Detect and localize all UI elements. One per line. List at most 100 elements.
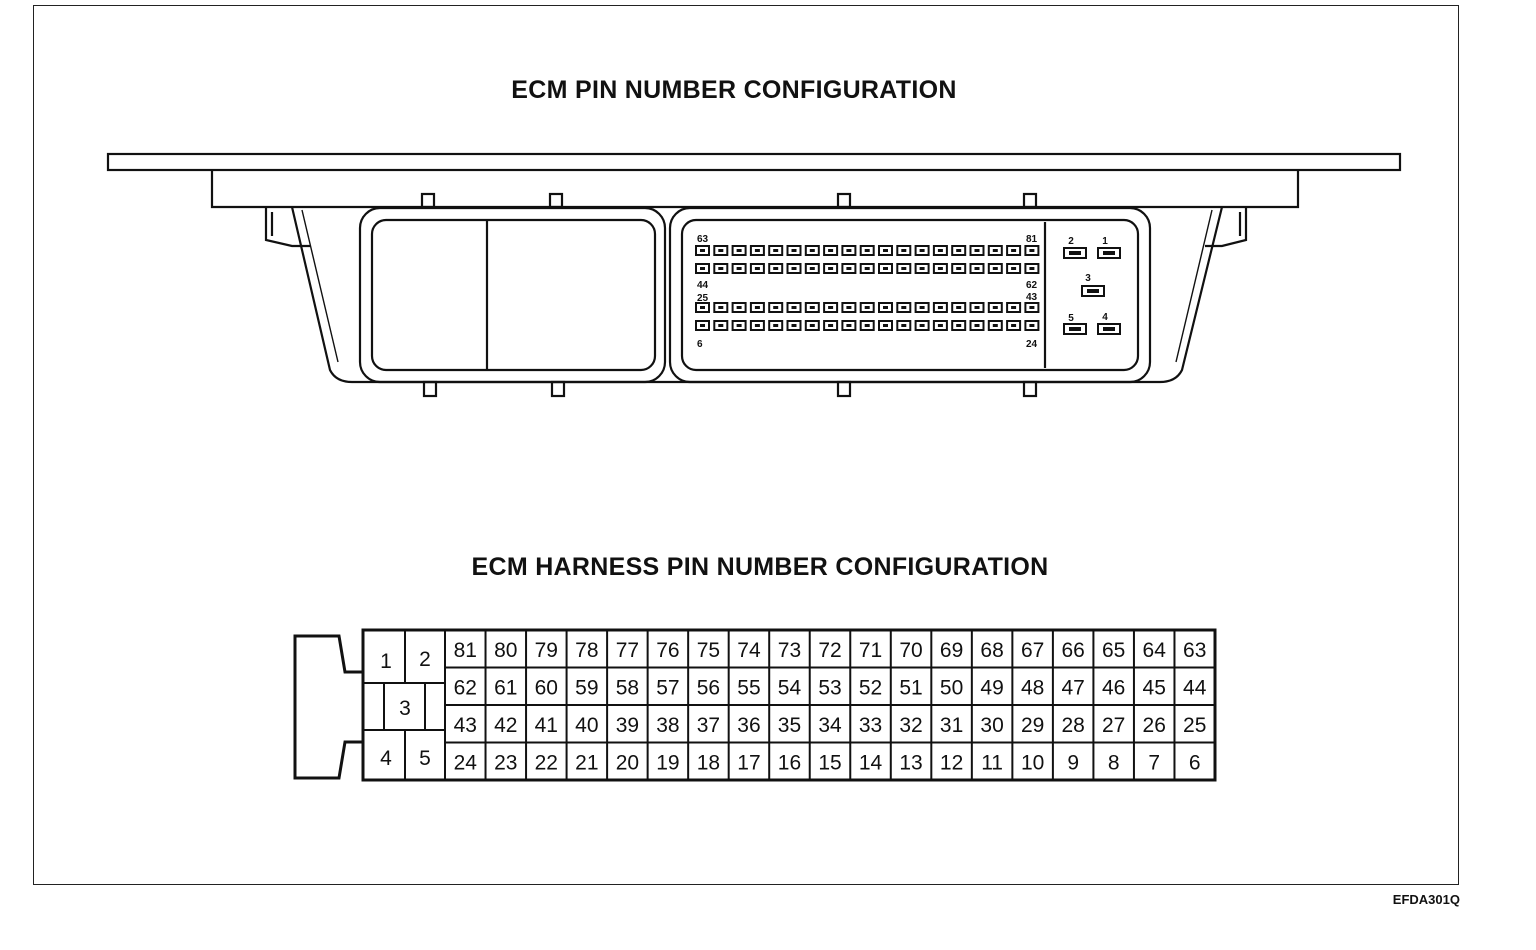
ecm-pin-contact <box>773 306 779 309</box>
pin-label: 44 <box>697 280 709 291</box>
ecm-power-pin-contact <box>1069 327 1081 331</box>
ecm-power-pin <box>1063 323 1087 335</box>
ecm-pin-contact <box>937 306 943 309</box>
harness-pin-number: 49 <box>980 677 1003 700</box>
ecm-pin-contact <box>700 306 705 309</box>
ecm-signal-pin <box>713 245 729 256</box>
harness-power-pin: 2 <box>419 648 431 671</box>
ecm-pin-contact <box>883 249 888 252</box>
ecm-pin-contact <box>736 249 742 252</box>
harness-pin-number: 73 <box>778 639 801 662</box>
ecm-signal-pin <box>951 320 967 331</box>
ecm-signal-pin <box>951 302 967 313</box>
ecm-signal-pin <box>896 302 912 313</box>
harness-power-pin: 3 <box>399 697 411 720</box>
harness-pin-number: 63 <box>1183 639 1206 662</box>
ecm-pin-contact <box>864 267 870 270</box>
ecm-signal-pin <box>786 245 802 256</box>
ecm-signal-pin <box>896 320 912 331</box>
harness-pin-number: 11 <box>981 752 1003 775</box>
ecm-pin-contact <box>700 249 705 252</box>
harness-pin-number: 28 <box>1061 714 1084 737</box>
harness-pin-number: 21 <box>575 752 598 775</box>
harness-pin-number: 16 <box>778 752 801 775</box>
ecm-pin-contact <box>864 249 870 252</box>
harness-pin-number: 26 <box>1143 714 1166 737</box>
ecm-pin-contact <box>956 249 962 252</box>
ecm-signal-pin <box>713 320 729 331</box>
harness-pin-number: 54 <box>778 677 802 700</box>
harness-pin-number: 9 <box>1067 752 1079 775</box>
ecm-signal-pin <box>914 320 930 331</box>
ecm-signal-pin <box>1006 263 1022 274</box>
ecm-signal-pin <box>951 263 967 274</box>
ecm-signal-pin <box>932 245 948 256</box>
ecm-signal-pin <box>768 263 784 274</box>
ecm-pin-contact <box>1011 249 1017 252</box>
ecm-signal-pin <box>878 320 893 331</box>
harness-pin-number: 33 <box>859 714 882 737</box>
ecm-signal-pin <box>841 245 857 256</box>
ecm-pin-contact <box>1029 306 1035 309</box>
ecm-right-boss <box>1205 207 1248 248</box>
ecm-signal-pin <box>914 245 930 256</box>
harness-pin-number: 35 <box>778 714 801 737</box>
ecm-pin-contact <box>974 249 980 252</box>
harness-pin-number: 42 <box>494 714 517 737</box>
ecm-signal-pin <box>878 263 893 274</box>
ecm-signal-pin <box>914 263 930 274</box>
ecm-pin-contact <box>809 267 815 270</box>
harness-pin-number: 22 <box>535 752 558 775</box>
ecm-signal-pin <box>987 263 1003 274</box>
ecm-pin-contact <box>919 324 925 327</box>
ecm-signal-pin <box>859 245 875 256</box>
ecm-pin-contact <box>974 324 980 327</box>
ecm-signal-pin-grid <box>695 245 1040 331</box>
ecm-signal-pin <box>1006 302 1022 313</box>
ecm-signal-pin <box>823 245 839 256</box>
ecm-signal-pin <box>1024 245 1040 256</box>
harness-pin-number: 68 <box>980 639 1003 662</box>
pin-label: 43 <box>1026 292 1038 303</box>
ecm-left-socket-inner <box>370 218 657 372</box>
harness-pin-number: 6 <box>1189 752 1201 775</box>
ecm-pin-contact <box>700 267 705 270</box>
ecm-pin-contact <box>956 306 962 309</box>
harness-pin-number: 14 <box>859 752 883 775</box>
ecm-signal-pin <box>695 302 710 313</box>
ecm-pin-contact <box>791 249 797 252</box>
harness-pin-number: 31 <box>940 714 963 737</box>
harness-pin-number: 70 <box>899 639 922 662</box>
ecm-pin-contact <box>736 306 742 309</box>
ecm-signal-pin <box>823 320 839 331</box>
ecm-pin-contact <box>828 267 834 270</box>
ecm-signal-pin <box>804 245 820 256</box>
ecm-pin-contact <box>809 306 815 309</box>
harness-pin-number: 51 <box>899 677 922 700</box>
ecm-signal-pin <box>914 302 930 313</box>
ecm-signal-pin <box>1024 320 1040 331</box>
ecm-pin-socket-outer <box>668 206 1152 384</box>
ecm-signal-pin <box>695 245 710 256</box>
ecm-pin-contact <box>992 324 998 327</box>
ecm-signal-pin <box>713 263 729 274</box>
pin-label: 63 <box>697 234 709 245</box>
ecm-pin-contact <box>1029 249 1035 252</box>
ecm-signal-pin <box>1024 263 1040 274</box>
ecm-pin-contact <box>754 249 760 252</box>
harness-pin-number: 62 <box>454 677 477 700</box>
ecm-pin-contact <box>718 249 724 252</box>
pin-label: 81 <box>1026 234 1038 245</box>
ecm-pin-contact <box>846 306 852 309</box>
pin-label: 24 <box>1026 339 1038 350</box>
harness-pin-number: 41 <box>535 714 558 737</box>
pin-label: 6 <box>697 339 703 350</box>
ecm-pin-contact <box>919 306 925 309</box>
harness-pin-number: 61 <box>494 677 517 700</box>
ecm-signal-pin <box>804 320 820 331</box>
ecm-signal-pin <box>768 302 784 313</box>
harness-pin-title: ECM HARNESS PIN NUMBER CONFIGURATION <box>471 553 1049 581</box>
ecm-pin-contact <box>864 306 870 309</box>
ecm-pin-contact <box>864 324 870 327</box>
ecm-pin-contact <box>846 267 852 270</box>
